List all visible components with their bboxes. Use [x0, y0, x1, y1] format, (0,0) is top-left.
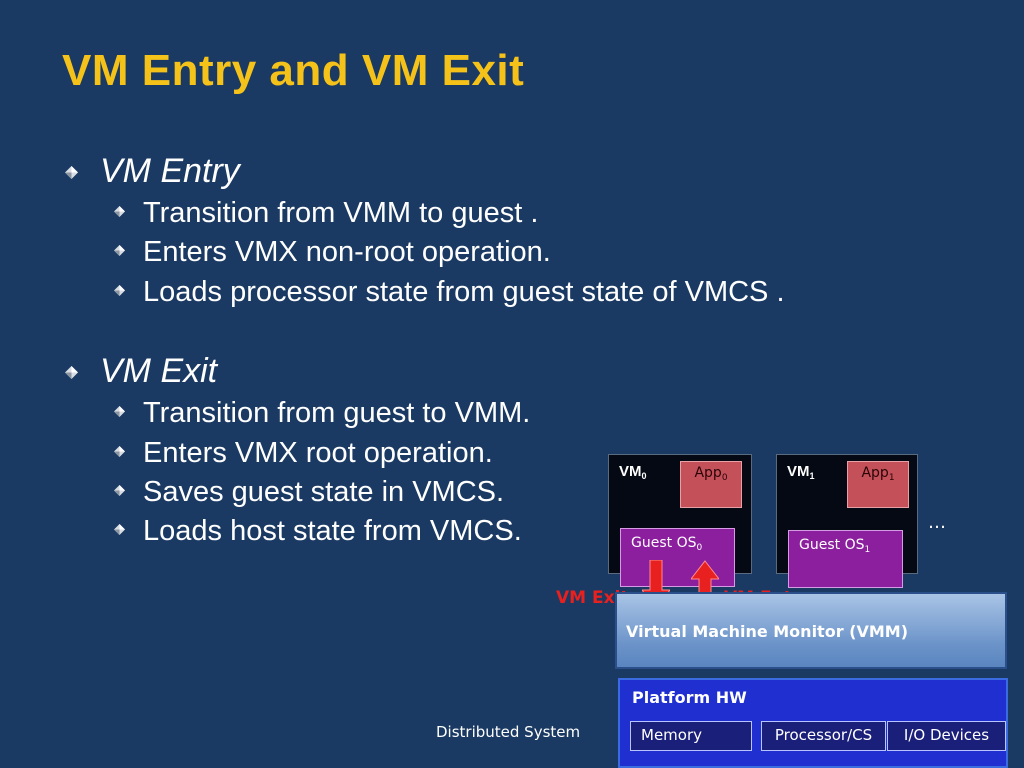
vm-exit-label: VM Exit: [556, 588, 629, 608]
diamond-bullet-icon: [114, 406, 125, 417]
app1-box: App1: [847, 461, 909, 508]
platform-hw-title: Platform HW: [632, 688, 747, 707]
diamond-bullet-icon: [65, 166, 78, 179]
section-heading-vm-entry: VM Entry: [100, 152, 240, 190]
vmm-box: Virtual Machine Monitor (VMM): [615, 592, 1007, 669]
hw-memory: Memory: [630, 721, 752, 751]
list-item: Enters VMX root operation.: [143, 437, 493, 469]
app0-box: App0: [680, 461, 742, 508]
vm0-label: VM0: [619, 463, 647, 481]
diamond-bullet-icon: [114, 245, 125, 256]
list-item: Loads processor state from guest state o…: [143, 276, 785, 308]
diamond-bullet-icon: [114, 285, 125, 296]
diamond-bullet-icon: [114, 206, 125, 217]
guest-os1-box: Guest OS1: [788, 530, 903, 588]
hw-processor: Processor/CS: [761, 721, 886, 751]
diamond-bullet-icon: [114, 446, 125, 457]
section-heading-vm-exit: VM Exit: [100, 352, 218, 390]
diamond-bullet-icon: [65, 366, 78, 379]
list-item: Saves guest state in VMCS.: [143, 476, 505, 508]
platform-hw-box: Platform HW Memory Processor/CS I/O Devi…: [618, 678, 1008, 768]
more-vms-ellipsis: …: [928, 512, 946, 533]
diamond-bullet-icon: [114, 485, 125, 496]
list-item: Enters VMX non-root operation.: [143, 236, 551, 268]
list-item: Transition from VMM to guest .: [143, 197, 539, 229]
vm1-label: VM1: [787, 463, 815, 481]
list-item: Loads host state from VMCS.: [143, 515, 522, 547]
diamond-bullet-icon: [114, 524, 125, 535]
hw-io-devices: I/O Devices: [887, 721, 1006, 751]
slide-footer: Distributed System: [436, 723, 581, 741]
slide-title: VM Entry and VM Exit: [62, 46, 525, 95]
list-item: Transition from guest to VMM.: [143, 397, 531, 429]
